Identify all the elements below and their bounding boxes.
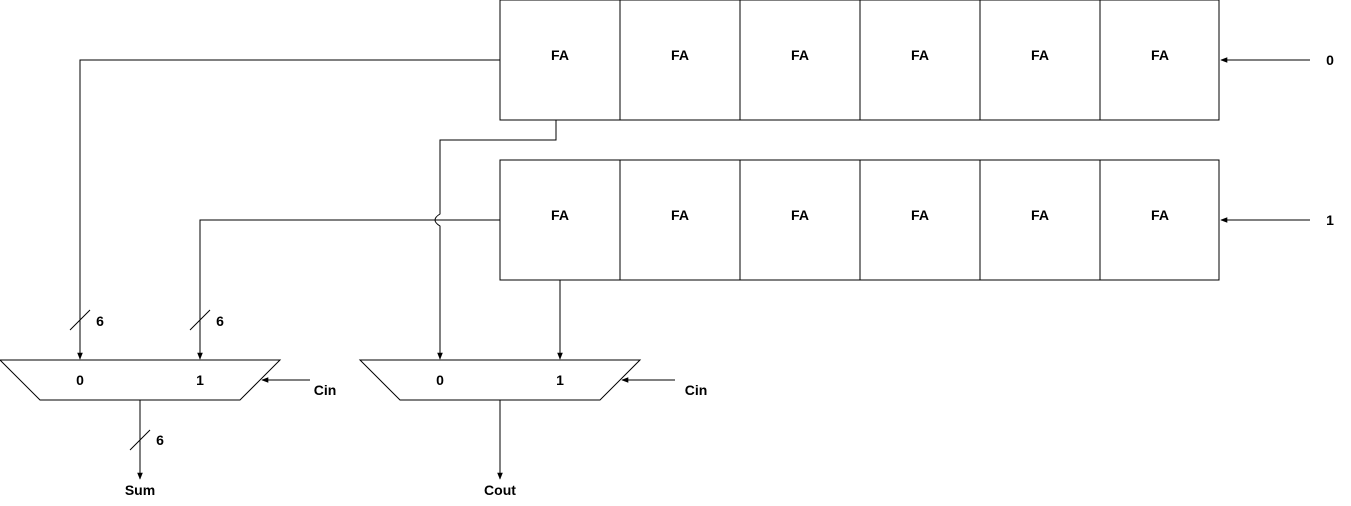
fa-label: FA — [1151, 47, 1169, 63]
fa-label: FA — [551, 47, 569, 63]
sum-select-label: Cin — [314, 382, 337, 398]
fa-label: FA — [1151, 207, 1169, 223]
sum-wire-row-1 — [197, 219, 500, 360]
fa-cell — [739, 0, 861, 121]
mux-body — [0, 359, 282, 401]
fa-cell — [859, 159, 981, 281]
adder-row-carry-0: FA FA FA FA FA FA — [499, 0, 1220, 121]
mux-input-label: 0 — [436, 372, 444, 388]
mux-input-label: 0 — [76, 372, 84, 388]
sum-output-label: Sum — [125, 482, 155, 498]
mux-input-label: 1 — [196, 372, 204, 388]
fa-label: FA — [791, 47, 809, 63]
mux-input-label: 1 — [556, 372, 564, 388]
fa-cell — [1099, 0, 1220, 121]
fa-cell — [619, 0, 741, 121]
fa-label: FA — [1031, 207, 1049, 223]
fa-cell — [499, 0, 621, 121]
cout-output-label: Cout — [484, 482, 516, 498]
bus-slash — [129, 429, 151, 451]
carry-in-label-row-1: 1 — [1326, 212, 1334, 228]
adder-row-carry-1: FA FA FA FA FA FA — [499, 159, 1220, 281]
fa-label: FA — [791, 207, 809, 223]
sum-wire-row-0 — [77, 59, 500, 360]
carry-wire-row-0 — [434, 120, 557, 360]
bus-width-label: 6 — [96, 313, 104, 329]
bus-slash — [189, 309, 211, 331]
fa-cell — [619, 159, 741, 281]
fa-label: FA — [1031, 47, 1049, 63]
carry-select-label: Cin — [685, 382, 708, 398]
bus-width-label: 6 — [216, 313, 224, 329]
fa-cell — [499, 159, 621, 281]
mux-body — [358, 359, 642, 401]
fa-label: FA — [911, 47, 929, 63]
fa-cell — [979, 0, 1101, 121]
fa-label: FA — [671, 47, 689, 63]
carry-mux: 0 1 — [358, 359, 642, 401]
fa-label: FA — [911, 207, 929, 223]
bus-slash — [69, 309, 91, 331]
sum-mux: 0 1 — [0, 359, 282, 401]
fa-label: FA — [671, 207, 689, 223]
fa-cell — [739, 159, 861, 281]
fa-label: FA — [551, 207, 569, 223]
carry-in-label-row-0: 0 — [1326, 52, 1334, 68]
bus-width-label: 6 — [156, 432, 164, 448]
fa-cell — [1099, 159, 1220, 281]
fa-cell — [859, 0, 981, 121]
